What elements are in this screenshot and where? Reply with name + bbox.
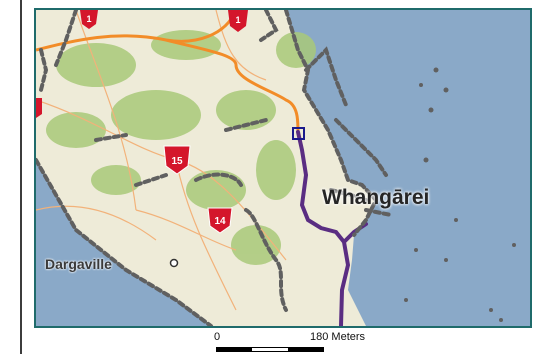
map-canvas[interactable]: 1 1 15 14	[36, 10, 530, 326]
scale-segment	[216, 347, 252, 352]
highway-shield-1-north: 1	[80, 10, 98, 29]
highway-shield-14: 14	[207, 207, 233, 234]
svg-text:14: 14	[214, 216, 226, 227]
highway-shield-1-east: 1	[228, 10, 248, 32]
scale-end-label: 180 Meters	[310, 331, 366, 343]
highway-shield-partial	[36, 98, 42, 118]
panel-divider	[20, 0, 22, 354]
scale-segment	[252, 347, 288, 352]
highway-shield-15: 15	[163, 145, 191, 175]
west-sea	[36, 160, 211, 326]
route-start-marker[interactable]	[292, 127, 305, 140]
svg-text:1: 1	[235, 15, 240, 25]
scale-zero-label: 0	[214, 331, 221, 343]
map-view[interactable]: 1 1 15 14 Whangārei Dargaville	[34, 8, 532, 328]
town-label-dargaville: Dargaville	[45, 256, 112, 272]
town-dot-icon	[169, 258, 179, 268]
coastline-dots	[36, 10, 393, 326]
secondary-roads	[36, 10, 287, 311]
island-dots	[404, 67, 516, 322]
land-area	[36, 10, 376, 326]
state-highway-1	[36, 10, 300, 133]
svg-text:1: 1	[86, 14, 91, 24]
svg-text:15: 15	[171, 156, 183, 167]
scale-bar: 0 180 Meters	[214, 331, 384, 353]
scale-segment	[288, 347, 324, 352]
city-label-whangarei: Whangārei	[322, 186, 430, 209]
